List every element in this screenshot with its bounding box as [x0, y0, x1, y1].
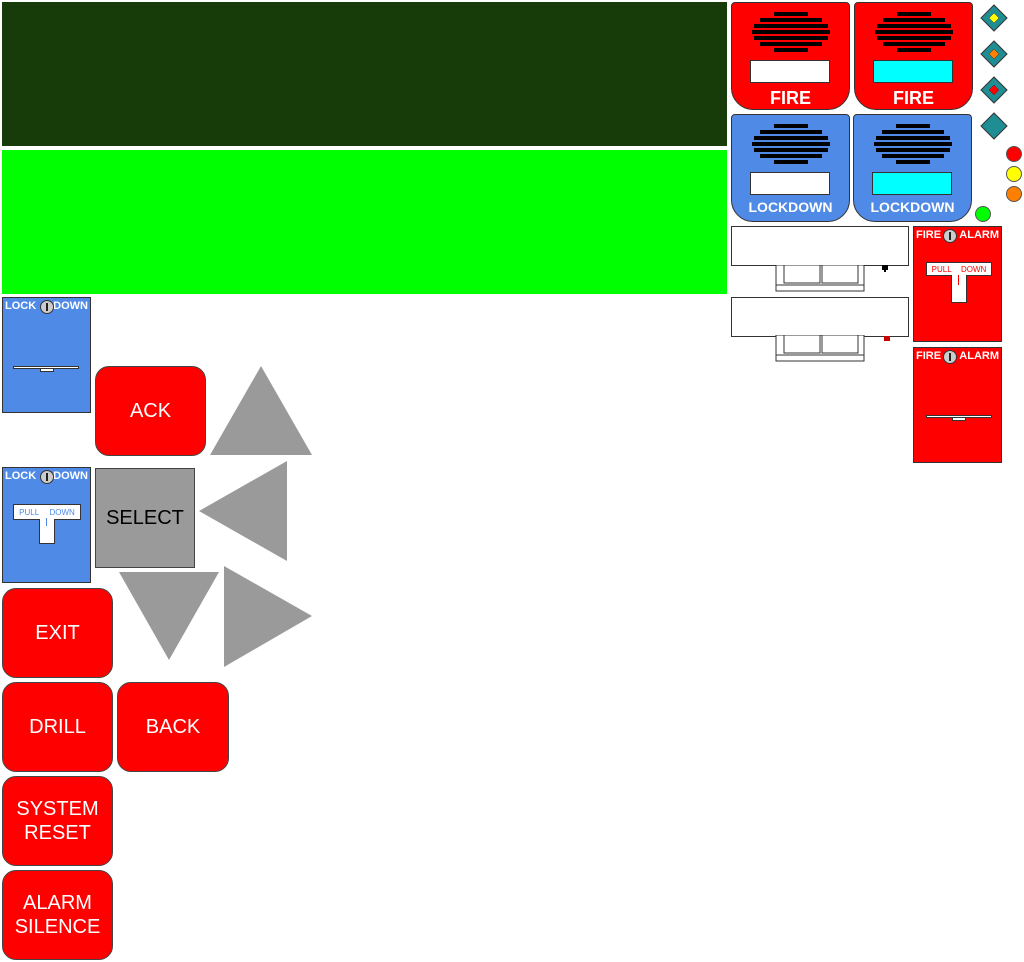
select-button[interactable]: SELECT [95, 468, 195, 568]
key-icon [40, 300, 54, 314]
pull-station-right-label: ALARM [959, 229, 999, 241]
pull-station-left-label: FIRE [916, 350, 942, 362]
pull-station-right-label: DOWN [53, 470, 88, 482]
strobe-lens [750, 172, 830, 195]
speaker-grille-icon [752, 12, 830, 52]
fire-horn-strobe[interactable]: FIRE [731, 2, 850, 110]
lockdown-pull-station[interactable]: LOCK DOWN PULL DOWN [2, 467, 91, 583]
down-label: DOWN [49, 507, 75, 517]
ack-button[interactable]: ACK [95, 366, 206, 456]
back-button[interactable]: BACK [117, 682, 229, 772]
diamond-orange-indicator-icon [980, 40, 1008, 68]
right-arrow-icon[interactable] [223, 565, 313, 668]
yellow-led-icon [1006, 166, 1022, 182]
exit-button[interactable]: EXIT [2, 588, 113, 678]
pull-label: PULL [19, 507, 40, 517]
pull-label: PULL [931, 264, 952, 274]
speaker-grille-icon [875, 12, 953, 52]
door-holder-mount-icon [775, 265, 888, 292]
fire-horn-strobe-flashing[interactable]: FIRE [854, 2, 973, 110]
up-arrow-icon[interactable] [209, 365, 313, 456]
pull-station-right-label: ALARM [959, 350, 999, 362]
horn-label: FIRE [769, 88, 811, 108]
pull-station-left-label: LOCK [5, 470, 37, 482]
lockdown-horn-strobe[interactable]: LOCKDOWN [731, 114, 850, 222]
down-arrow-icon[interactable] [118, 571, 220, 661]
diamond-yellow-indicator-icon [980, 4, 1008, 32]
drill-button[interactable]: DRILL [2, 682, 113, 772]
horn-label: LOCKDOWN [870, 199, 955, 215]
pull-station-left-label: LOCK [5, 300, 37, 312]
key-icon [943, 229, 957, 243]
horn-label: FIRE [892, 88, 934, 108]
system-reset-button[interactable]: SYSTEM RESET [2, 776, 113, 866]
green-led-icon [975, 206, 991, 222]
pull-station-left-label: FIRE [916, 229, 942, 241]
door-holder-panel[interactable] [731, 226, 909, 266]
speaker-grille-icon [752, 124, 830, 164]
strobe-lens [750, 60, 830, 83]
horn-label: LOCKDOWN [748, 199, 833, 215]
display-screen-lit [2, 150, 727, 294]
lockdown-pull-station-activated[interactable]: LOCK DOWN [2, 297, 91, 413]
display-screen-dark [2, 2, 727, 146]
alarm-silence-button[interactable]: ALARM SILENCE [2, 870, 113, 960]
lockdown-horn-strobe-flashing[interactable]: LOCKDOWN [853, 114, 972, 222]
key-icon [943, 350, 957, 364]
diamond-blank-indicator-icon [980, 112, 1008, 140]
strobe-lens [873, 60, 953, 83]
key-icon [40, 470, 54, 484]
pull-handle[interactable]: PULL DOWN [926, 262, 992, 276]
speaker-grille-icon [874, 124, 952, 164]
pull-handle[interactable]: PULL DOWN [13, 504, 81, 520]
door-holder-panel[interactable] [731, 297, 909, 337]
pull-station-right-label: DOWN [53, 300, 88, 312]
fire-alarm-pull-station-activated[interactable]: FIRE ALARM [913, 347, 1002, 463]
red-led-icon [1006, 146, 1022, 162]
fire-alarm-pull-station[interactable]: FIRE ALARM PULL DOWN [913, 226, 1002, 342]
orange-led-icon [1006, 186, 1022, 202]
strobe-lens [872, 172, 952, 195]
diamond-red-indicator-icon [980, 76, 1008, 104]
left-arrow-icon[interactable] [198, 460, 288, 562]
down-label: DOWN [961, 264, 987, 274]
door-holder-mount-icon [775, 335, 890, 362]
